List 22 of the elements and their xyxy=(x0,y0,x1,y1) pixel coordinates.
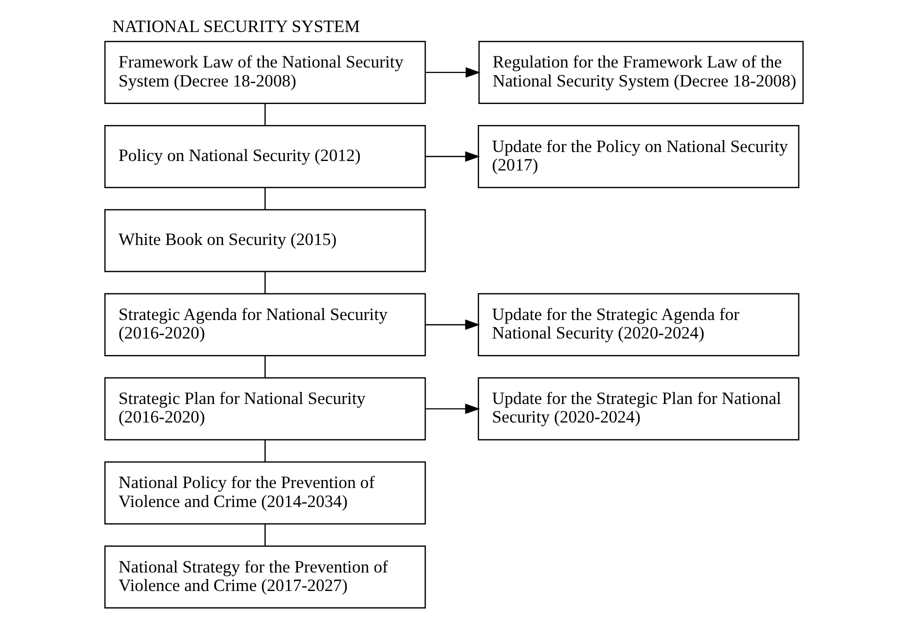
node-box: National Strategy for the Prevention of Violence and Crime (2017-2027) xyxy=(104,545,426,609)
arrow xyxy=(425,404,480,414)
connector xyxy=(264,188,266,210)
diagram-title: NATIONAL SECURITY SYSTEM xyxy=(112,16,360,36)
node-box: Framework Law of the National Security System (Decree 18-2008) xyxy=(104,40,426,104)
node-box: Strategic Agenda for National Security (2016-2020) xyxy=(104,293,426,356)
node-box: Update for the Policy on National Security (2017) xyxy=(477,125,799,188)
node-box: Strategic Plan for National Security (2016-2020) xyxy=(104,377,426,440)
connector xyxy=(264,524,266,546)
arrow xyxy=(425,67,480,78)
arrow xyxy=(425,151,480,162)
connector xyxy=(264,272,266,294)
connector xyxy=(264,104,266,126)
node-box: White Book on Security (2015) xyxy=(104,209,426,272)
node-box: National Policy for the Prevention of Violence and Crime (2014-2034) xyxy=(104,461,426,524)
node-box: Update for the Strategic Agenda for National Security (2020-2024) xyxy=(477,293,799,356)
connector xyxy=(264,356,266,378)
node-box: Update for the Strategic Plan for National Security (2020-2024) xyxy=(477,377,799,440)
node-box: Regulation for the Framework Law of the National Security System (Decree 18-2008) xyxy=(478,40,804,104)
node-box: Policy on National Security (2012) xyxy=(104,125,426,188)
connector xyxy=(264,440,266,462)
arrow xyxy=(425,320,480,330)
